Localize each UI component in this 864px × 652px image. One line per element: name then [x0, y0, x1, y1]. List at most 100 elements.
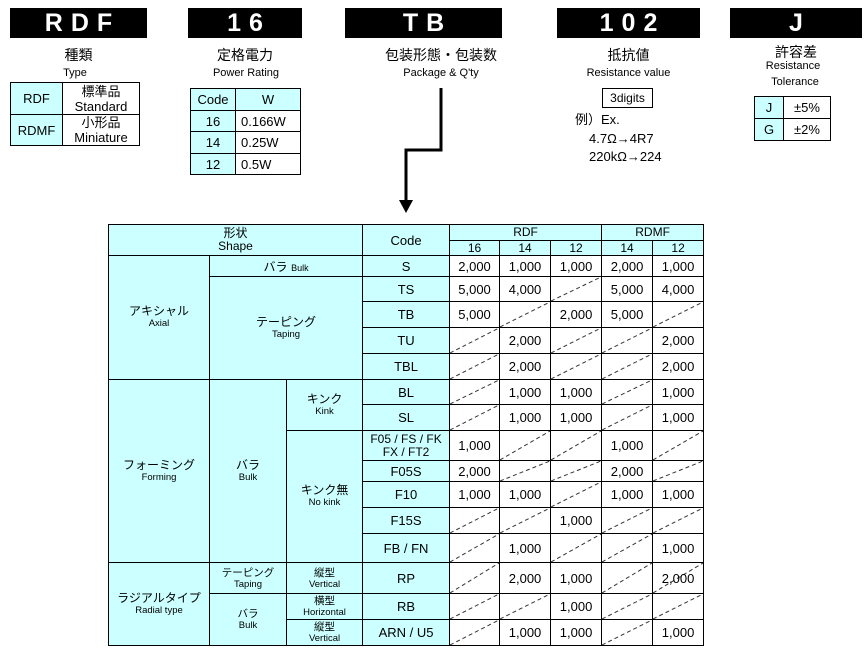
not-available-mark	[551, 354, 601, 379]
quantity-cell	[652, 460, 705, 482]
quantity-cell: 4,000	[499, 276, 552, 302]
resistance-title-en: Resistance value	[586, 67, 671, 79]
not-available-mark	[653, 431, 703, 460]
not-available-mark	[602, 534, 652, 562]
quantity-cell: 1,000	[601, 481, 654, 508]
not-available-mark	[551, 431, 601, 460]
quantity-cell	[601, 562, 654, 594]
package-code-cell: SL	[362, 404, 451, 431]
package-code-cell: TBL	[362, 353, 451, 380]
quantity-value: 2,000	[559, 307, 593, 322]
quantity-value: 1,000	[559, 384, 593, 400]
quantity-value: 1,000	[661, 540, 695, 556]
quantity-cell	[652, 430, 705, 461]
power-watt-cell: 0.166W	[235, 110, 301, 132]
quantity-cell	[449, 507, 501, 534]
not-available-mark	[500, 431, 550, 460]
quantity-cell: 1,000	[601, 430, 654, 461]
quantity-value: 1,000	[661, 258, 695, 274]
package-quantity-table: 形状 Shape Code RDF RDMF 16 14 12 14 12 アキ…	[107, 224, 705, 646]
quantity-cell: 2,000	[550, 301, 603, 328]
quantity-value: 4,000	[508, 281, 542, 297]
quantity-cell	[499, 301, 552, 328]
tolerance-title-en-line2: Tolerance	[771, 76, 819, 88]
not-available-mark	[602, 594, 652, 619]
section-radial-type-ja: ラジアルタイプ	[117, 590, 201, 605]
quantity-cell	[499, 593, 552, 620]
subgroup-vertical-en: Vertical	[308, 578, 341, 590]
quantity-cell: 2,000	[652, 353, 705, 380]
group-bulk-en: Bulk	[238, 471, 258, 483]
quantity-cell	[652, 301, 705, 328]
package-title-en: Package & Q'ty	[403, 67, 479, 79]
quantity-cell	[550, 533, 603, 563]
not-available-mark	[551, 461, 601, 481]
quantity-value: 5,000	[610, 281, 644, 297]
quantity-cell: 1,000	[652, 379, 705, 405]
quantity-value: 4,000	[661, 281, 695, 297]
quantity-cell: 2,000	[499, 562, 552, 594]
quantity-value: 1,000	[559, 258, 593, 274]
quantity-cell: 1,000	[652, 533, 705, 563]
section-forming-en: Forming	[141, 471, 177, 483]
resistance-example: 4.7Ω→4R7	[589, 131, 654, 146]
size-header: 12	[550, 240, 603, 256]
not-available-mark	[450, 380, 499, 404]
tolerance-row: J ±5%	[754, 96, 831, 119]
power-rating-row: 12 0.5W	[190, 153, 301, 175]
size-header: 14	[601, 240, 654, 256]
quantity-cell	[550, 276, 603, 302]
section-axial-en: Axial	[148, 318, 170, 329]
quantity-value: 5,000	[610, 307, 644, 322]
not-available-mark	[551, 328, 601, 353]
subgroup-kink-ja: キンク	[306, 391, 343, 406]
quantity-value: 1,000	[508, 384, 542, 400]
not-available-mark	[602, 405, 652, 430]
package-code-cell: F15S	[362, 507, 451, 534]
subgroup-vertical-ja: 縦型	[314, 621, 336, 633]
type-row: RDMF 小形品 Miniature	[10, 114, 140, 146]
subgroup-kink-en: Kink	[315, 405, 334, 417]
size-header: 16	[449, 240, 501, 256]
quantity-value: 2,000	[508, 359, 542, 374]
quantity-value: 1,000	[610, 438, 644, 453]
quantity-cell	[601, 533, 654, 563]
quantity-value: 1,000	[508, 625, 542, 640]
subgroup-horizontal-en: Horizontal	[303, 607, 346, 618]
quantity-cell: 2,000	[449, 255, 501, 277]
group-taping-en: Taping	[234, 578, 262, 590]
quantity-value: 5,000	[458, 281, 491, 297]
quantity-value: 1,000	[458, 438, 491, 453]
type-code-cell: RDMF	[10, 114, 63, 146]
not-available-mark	[500, 461, 550, 481]
power-code-cell: 14	[190, 131, 236, 154]
power-code-cell: 16	[190, 110, 236, 132]
package-code-cell: TS	[362, 276, 451, 302]
quantity-value: 2,000	[610, 463, 644, 479]
quantity-cell: 5,000	[601, 276, 654, 302]
tolerance-title-ja: 許容差	[775, 44, 817, 60]
power-watt-header: W	[235, 88, 301, 111]
quantity-cell	[601, 404, 654, 431]
power-rating-table: Code W 16 0.166W 14 0.25W 12 0.5W	[190, 88, 301, 175]
quantity-value: 1,000	[661, 625, 695, 640]
quantity-cell	[449, 593, 501, 620]
quantity-cell: 1,000	[499, 481, 552, 508]
quantity-value: 1,000	[661, 487, 695, 502]
package-code-cell: TU	[362, 327, 451, 354]
quantity-value: 1,000	[559, 410, 593, 425]
tolerance-value-cell: ±5%	[783, 96, 831, 119]
quantity-cell	[550, 460, 603, 482]
quantity-cell: 2,000	[652, 562, 705, 594]
not-available-mark	[450, 620, 499, 645]
package-code-cell: TB	[362, 301, 451, 328]
not-available-mark	[500, 594, 550, 619]
quantity-cell: 2,000	[652, 327, 705, 354]
